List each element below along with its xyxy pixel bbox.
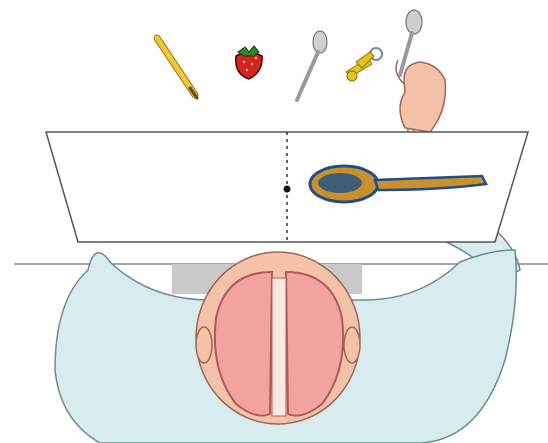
pencil-icon (157, 38, 197, 98)
fixation-point (284, 186, 291, 193)
corpus-callosum-cut (272, 278, 286, 416)
keys-icon (346, 48, 382, 81)
spoon-icon (297, 31, 327, 100)
strawberry-icon (236, 46, 262, 79)
